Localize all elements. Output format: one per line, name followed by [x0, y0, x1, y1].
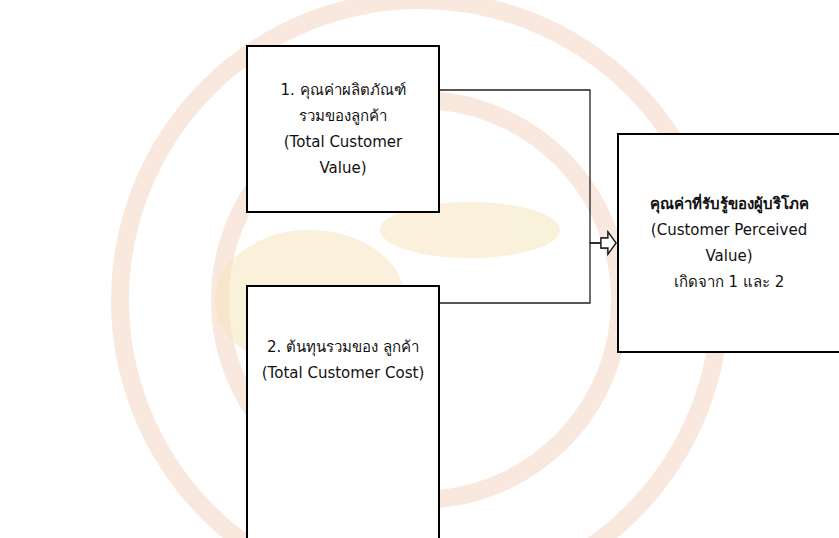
factor-box: 2. ต้นทุนรวมของ ลูกค้า(Total Customer Co…	[246, 285, 440, 538]
node-text: เกิดจาก 1 และ 2	[674, 273, 784, 291]
node-text: (Total Customer Value)	[260, 129, 426, 182]
merge-connector	[440, 232, 616, 303]
node-title: คุณค่าที่รับรู้ของผู้บริโภค	[650, 195, 809, 213]
node-text: (Customer Perceived Value)	[651, 221, 807, 265]
node-title: 2. ต้นทุนรวมของ ลูกค้า	[261, 334, 425, 360]
node-text: (Total Customer Cost)	[262, 360, 424, 386]
node-title: 1. คุณค่าผลิตภัณฑ์ รวมของลูกค้า	[260, 77, 426, 130]
text-group: คุณค่าที่รับรู้ของผู้บริโภค (Customer Pe…	[629, 191, 829, 296]
result-box: คุณค่าที่รับรู้ของผู้บริโภค (Customer Pe…	[617, 133, 839, 353]
factor-box: 1. คุณค่าผลิตภัณฑ์ รวมของลูกค้า(Total Cu…	[246, 45, 440, 213]
merge-connector	[440, 90, 616, 254]
